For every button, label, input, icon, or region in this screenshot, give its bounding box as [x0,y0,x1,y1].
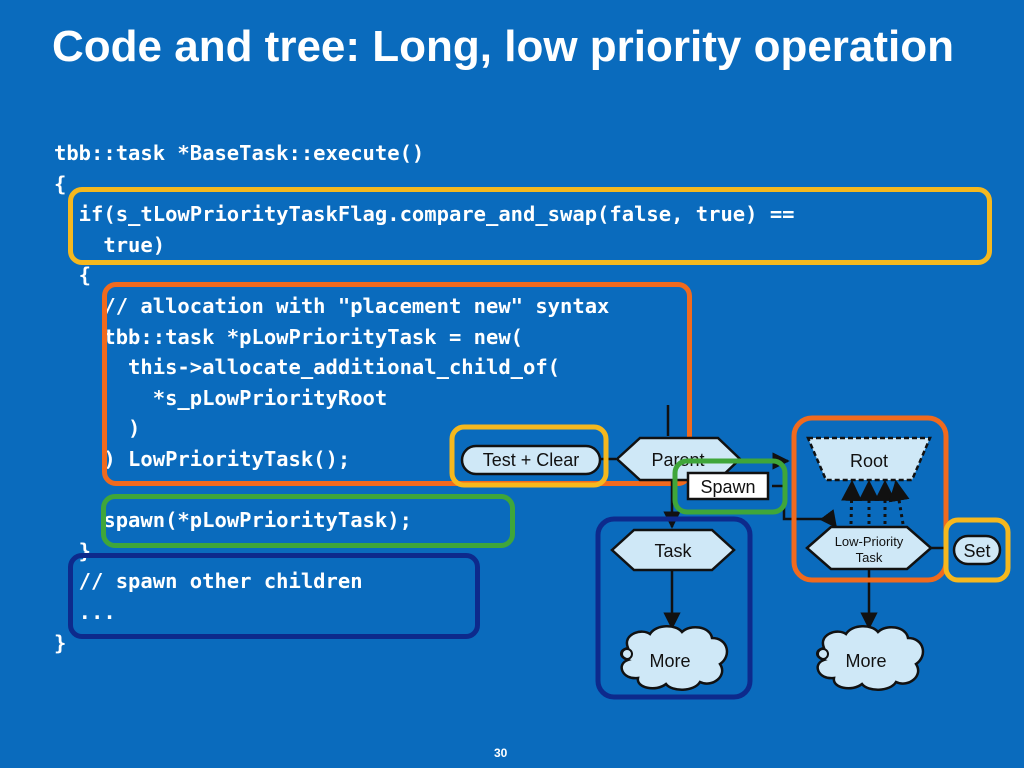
root-node: Root [806,436,932,482]
low-priority-label-line2: Task [856,550,883,565]
code-line: *s_pLowPriorityRoot [54,385,388,410]
code-line: spawn(*pLowPriorityTask); [54,508,412,533]
code-line: ) [54,416,141,441]
code-line: if(s_tLowPriorityTaskFlag.compare_and_sw… [54,202,795,227]
highlight-set-node [943,517,1011,583]
more-left-label: More [649,651,690,671]
parent-label: Parent [651,450,704,470]
code-line: this->allocate_additional_child_of( [54,355,561,380]
slide-title: Code and tree: Long, low priority operat… [52,22,955,71]
root-label: Root [850,451,888,471]
parent-node: Parent [615,436,742,482]
highlight-root-subtree [791,415,949,583]
low-priority-task-node: Low-Priority Task [805,525,933,571]
code-line: true) [54,232,166,257]
spawn-node: Spawn [686,471,770,501]
task-node: Task [610,528,736,572]
highlight-spawn-node [672,458,788,515]
low-priority-label-line1: Low-Priority [835,534,904,549]
more-cloud-right-node: More [816,625,925,691]
highlight-test-clear [449,424,609,488]
code-line: } [54,630,67,655]
code-line: { [54,171,67,196]
task-label: Task [654,541,692,561]
code-line: ... [54,600,116,624]
more-right-label: More [845,651,886,671]
code-line: { [54,263,92,288]
code-line: tbb::task *pLowPriorityTask = new( [54,324,523,349]
code-line: // spawn other children [54,569,363,594]
spawn-label: Spawn [700,477,755,497]
more-cloud-left-node: More [620,625,729,691]
highlight-task-subtree [595,516,753,700]
test-clear-label: Test + Clear [483,450,580,470]
set-node: Set [952,534,1002,566]
test-clear-node: Test + Clear [460,444,602,476]
page-number: 30 [494,746,508,760]
set-label: Set [963,541,990,561]
code-line: // allocation with "placement new" synta… [54,294,610,318]
code-line: tbb::task *BaseTask::execute() [54,141,425,165]
dotted-connectors [841,479,910,525]
